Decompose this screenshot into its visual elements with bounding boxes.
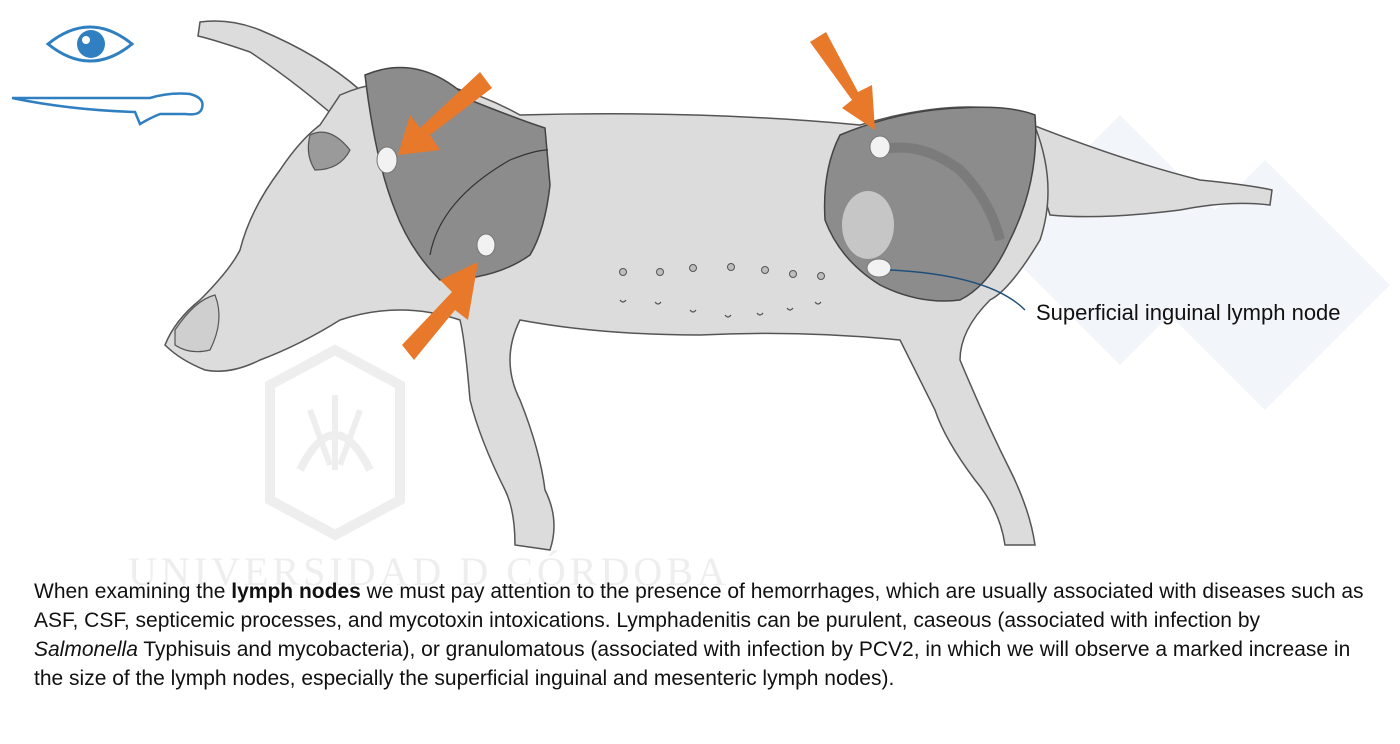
superficial-inguinal-label: Superficial inguinal lymph node bbox=[1036, 300, 1341, 325]
caption-bold-lymph-nodes: lymph nodes bbox=[231, 580, 361, 603]
arrow-popliteal bbox=[810, 32, 875, 130]
watermark-university-text: UNIVERSIDAD D CÓRDOBA bbox=[128, 549, 730, 594]
arrow-prescapular bbox=[398, 72, 492, 155]
lymph-node-prescapular bbox=[376, 146, 398, 174]
watermark-logo-left bbox=[265, 344, 405, 541]
caption-text-3: Typhisuis and mycobacteria), or granulom… bbox=[34, 638, 1351, 690]
caption-italic-salmonella: Salmonella bbox=[34, 638, 138, 661]
callout-line bbox=[889, 269, 1026, 311]
nipple-row-upper bbox=[619, 263, 825, 280]
lymph-node-axillary bbox=[476, 233, 496, 257]
lymph-node-popliteal bbox=[869, 135, 891, 159]
nipple-row-lower bbox=[619, 299, 822, 318]
caption-text-1: When examining the bbox=[34, 580, 232, 603]
caption-paragraph: When examining the lymph nodes we must p… bbox=[34, 577, 1364, 693]
lymph-node-superficial-inguinal bbox=[866, 258, 892, 278]
eye-icon bbox=[45, 25, 135, 63]
caption-text-2: we must pay attention to the presence of… bbox=[34, 580, 1364, 632]
arrow-axillary bbox=[402, 262, 478, 360]
knife-icon bbox=[11, 92, 204, 126]
